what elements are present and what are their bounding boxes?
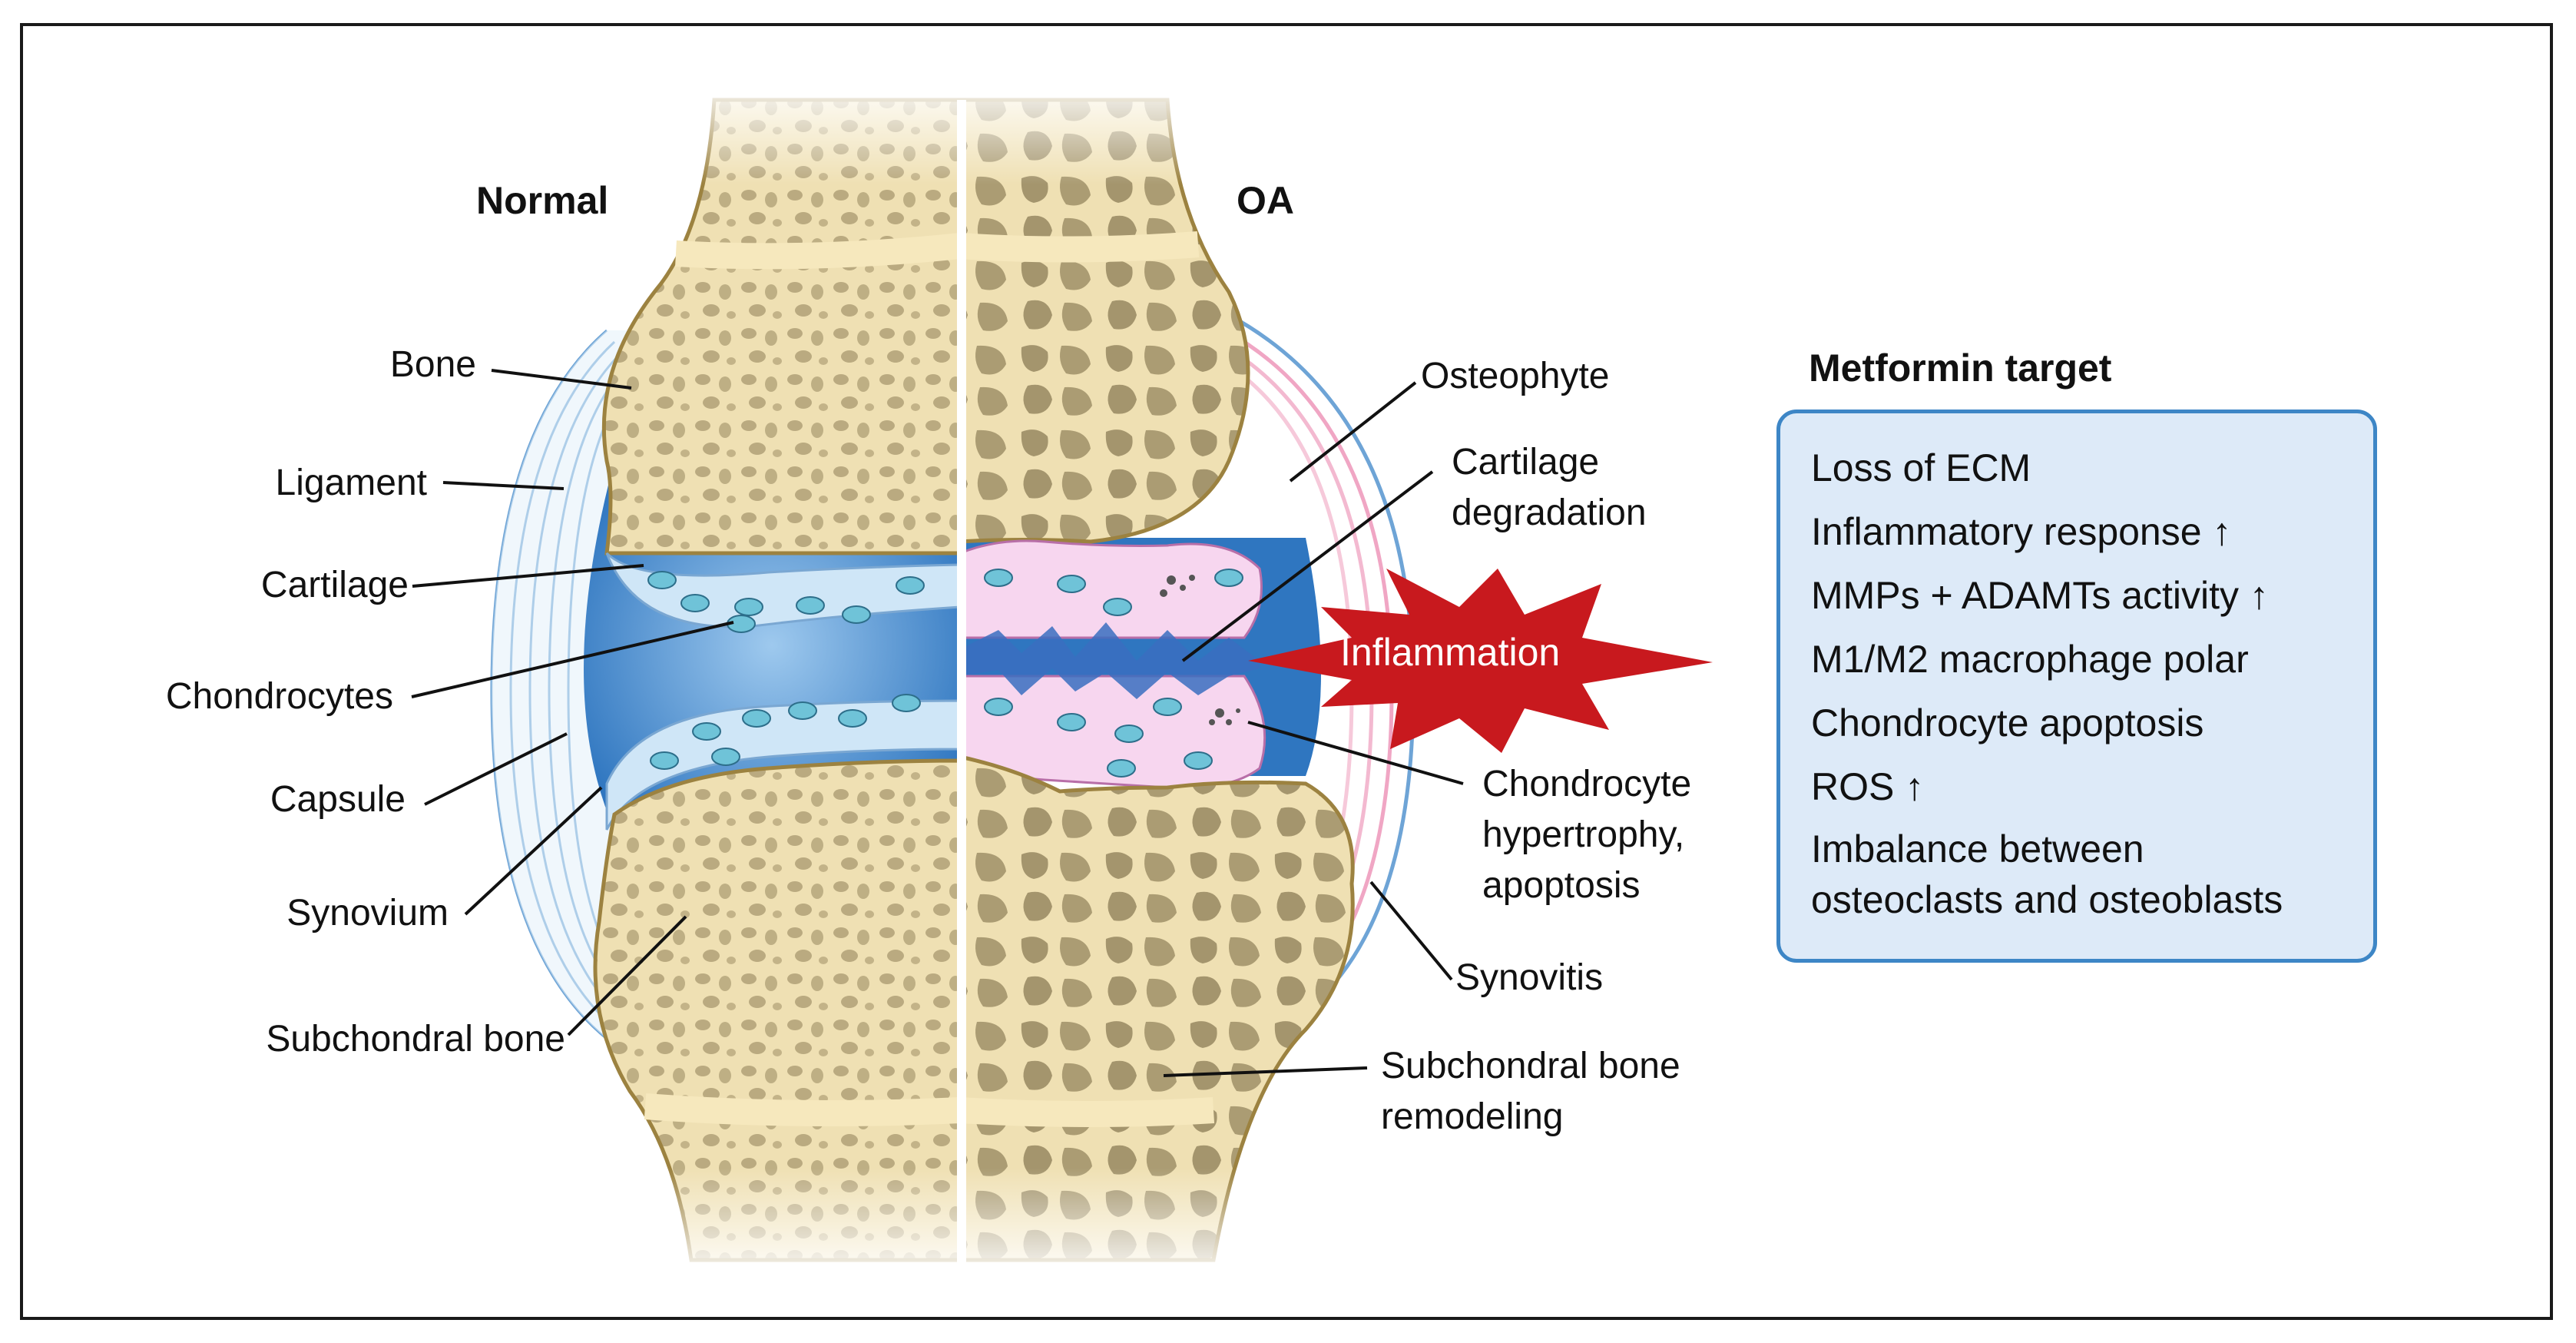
heading-oa: OA — [1237, 179, 1294, 222]
leader-lines — [411, 369, 1464, 1077]
apoptotic-debris — [1160, 575, 1240, 725]
growth-plate-lower-oa — [959, 1097, 1215, 1127]
metformin-title: Metformin target — [1809, 347, 2112, 390]
growth-plate-lower — [644, 1093, 961, 1126]
target-item: Chondrocyte apoptosis — [1811, 701, 2204, 744]
chondrocytes-normal — [647, 571, 925, 770]
upper-bone-normal — [601, 98, 962, 555]
upper-bone-oa — [958, 98, 1250, 544]
chondrocytes-oa — [984, 569, 1243, 778]
label-bone: Bone — [389, 344, 476, 385]
label-cartilage-degradation: Cartilage degradation — [1452, 442, 1647, 533]
label-ligament: Ligament — [275, 463, 427, 503]
label-synovitis: Synovitis — [1455, 957, 1604, 998]
target-item: ROS ↑ — [1811, 765, 1925, 808]
label-synovium: Synovium — [286, 893, 449, 933]
growth-plate-oa — [959, 231, 1200, 263]
inflammation-burst — [1248, 569, 1713, 753]
label-osteophyte: Osteophyte — [1421, 356, 1610, 396]
oa-fissure — [960, 622, 1260, 699]
target-item: M1/M2 macrophage polar — [1811, 638, 2249, 681]
label-subchondral-remodeling: Subchondral bone remodeling — [1381, 1046, 1680, 1137]
label-chondrocyte-hypertrophy: Chondrocyte hypertrophy, apoptosis — [1482, 764, 1692, 906]
growth-plate — [675, 233, 962, 270]
heading-normal: Normal — [476, 179, 609, 222]
label-capsule: Capsule — [270, 779, 406, 820]
label-cartilage: Cartilage — [260, 565, 409, 605]
metformin-target-box: Loss of ECM Inflammatory response ↑ MMPs… — [1776, 410, 2377, 963]
target-item: Imbalance between osteoclasts and osteob… — [1811, 827, 2283, 921]
target-item: Loss of ECM — [1811, 446, 2031, 489]
label-subchondral-bone: Subchondral bone — [266, 1019, 565, 1059]
target-item: Inflammatory response ↑ — [1811, 510, 2232, 553]
label-inflammation: Inflammation — [1340, 631, 1561, 674]
target-item: MMPs + ADAMTs activity ↑ — [1811, 574, 2269, 617]
oa-cartilage-upper — [959, 539, 1263, 639]
lower-bone-oa — [958, 754, 1355, 1262]
label-chondrocytes: Chondrocytes — [165, 676, 393, 717]
